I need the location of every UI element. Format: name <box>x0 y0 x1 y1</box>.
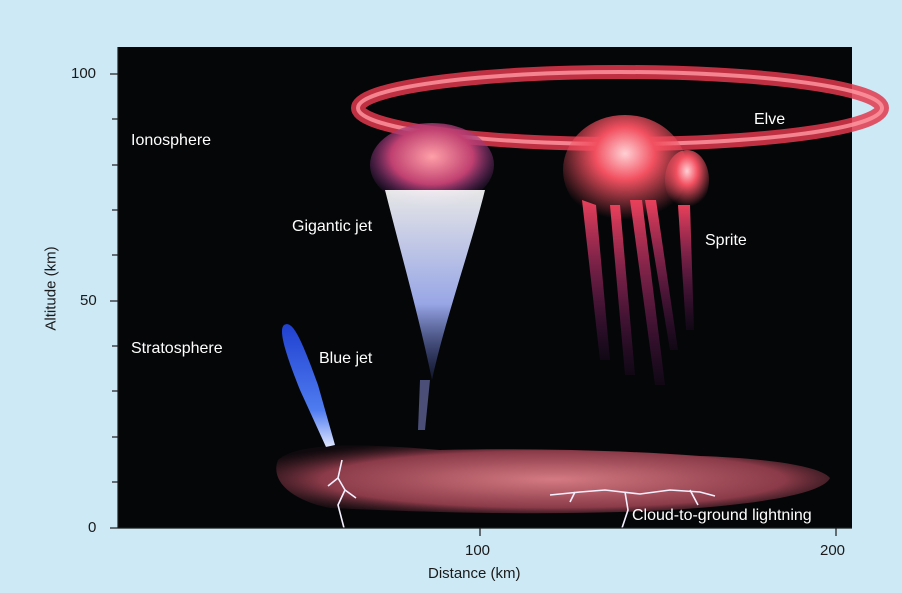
elve-label: Elve <box>754 111 785 129</box>
x-tick-label-100: 100 <box>465 542 490 559</box>
sprite-label: Sprite <box>705 232 747 250</box>
blue-jet-label: Blue jet <box>319 350 372 368</box>
stratosphere-label: Stratosphere <box>131 340 223 358</box>
y-tick-label-50: 50 <box>80 292 97 309</box>
y-tick-label-0: 0 <box>88 519 96 536</box>
x-tick-label-200: 200 <box>820 542 845 559</box>
cloud-to-ground-label: Cloud-to-ground lightning <box>632 507 812 525</box>
gigantic-jet-label: Gigantic jet <box>292 218 372 236</box>
y-tick-label-100: 100 <box>71 65 96 82</box>
ionosphere-label: Ionosphere <box>131 132 211 150</box>
y-axis-title: Altitude (km) <box>43 234 60 344</box>
x-axis-title: Distance (km) <box>428 565 521 582</box>
